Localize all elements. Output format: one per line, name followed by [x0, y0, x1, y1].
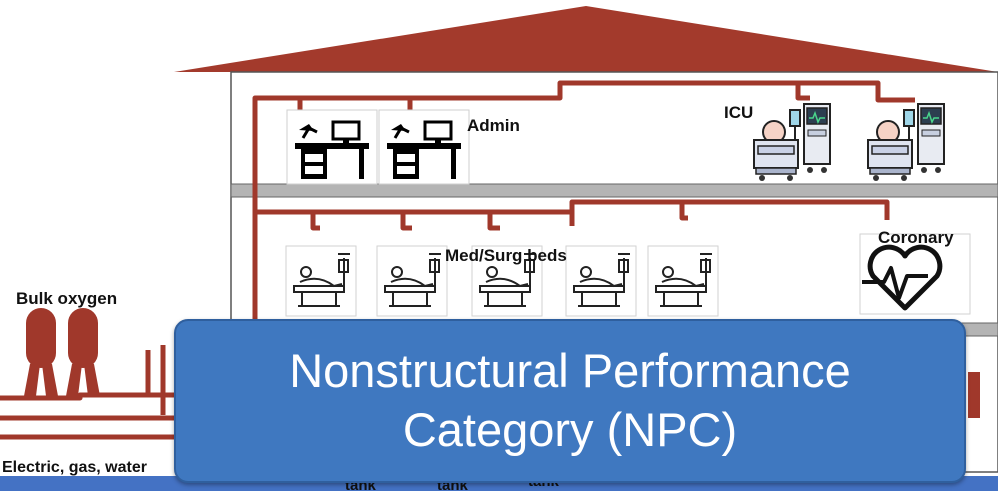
equipment-block	[968, 372, 980, 418]
coronary-label: Coronary	[878, 228, 954, 247]
hospital-bed-icon	[647, 245, 719, 317]
heart-monitor-icon	[859, 233, 971, 315]
hospital-bed-icon	[376, 245, 448, 317]
oxygen-pipes	[0, 80, 915, 440]
bulk-oxygen-label: Bulk oxygen	[16, 289, 118, 308]
med-surg-label: Med/Surg beds	[445, 246, 567, 265]
hospital-bed-icon	[565, 245, 637, 317]
banner-line-1: Nonstructural Performance	[289, 344, 851, 398]
hospital-bed-icon	[285, 245, 357, 317]
banner-line-2: Category (NPC)	[402, 403, 738, 456]
utilities-label: Electric, gas, water	[2, 459, 147, 476]
admin-label: Admin	[467, 116, 520, 135]
desk-icon	[377, 108, 471, 186]
icu-label: ICU	[724, 103, 754, 122]
npc-banner: Nonstructural Performance Category (NPC)	[174, 319, 966, 483]
floor-slab-upper	[230, 183, 998, 198]
oxygen-tank-icon	[24, 308, 58, 396]
desk-icon	[285, 108, 379, 186]
oxygen-tank-icon	[66, 308, 100, 396]
roof	[174, 6, 998, 72]
